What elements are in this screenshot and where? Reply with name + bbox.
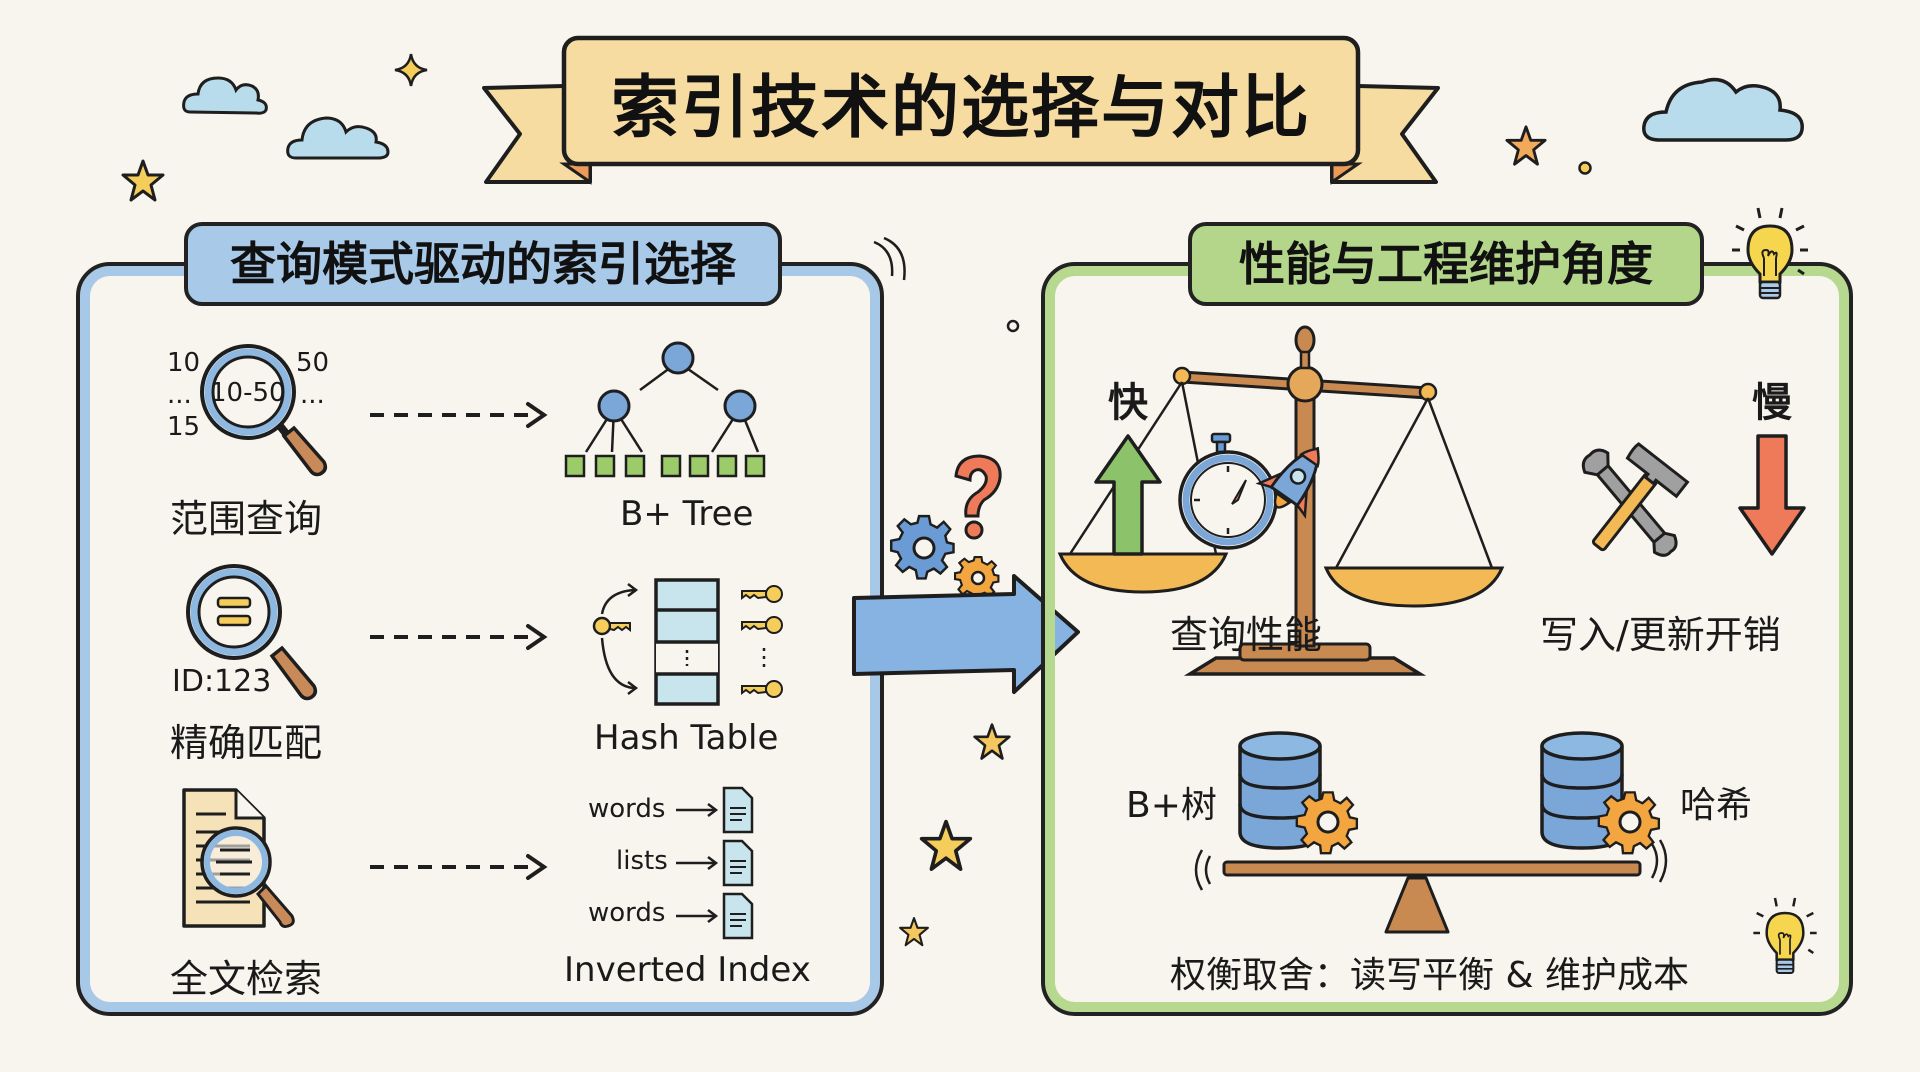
hash-table-icon [592, 578, 783, 706]
dashed-arrow-icon [370, 624, 548, 650]
range-number-50: 50 [296, 348, 330, 378]
big-arrow-icon [852, 574, 1080, 694]
motion-lines-icon [873, 236, 906, 281]
magnifier-range-icon [200, 344, 328, 477]
lens-range-text: 10-50 [210, 378, 286, 408]
hash-table-label: Hash Table [594, 718, 779, 758]
posting-term: words [588, 794, 666, 824]
magnifier-equals-icon [186, 564, 318, 701]
bplus-tree-label: B+ Tree [620, 494, 754, 534]
stopwatch-rocket-icon [1178, 432, 1320, 550]
database-gear-icon [1238, 731, 1359, 855]
bplus-tree-cn-label: B+树 [1126, 785, 1217, 826]
slow-label: 慢 [1752, 380, 1792, 426]
star-icon [899, 917, 929, 947]
inverted-index-label: Inverted Index [564, 950, 811, 990]
star-icon [973, 723, 1011, 760]
tradeoff-conclusion: 权衡取舍：读写平衡 & 维护成本 [1170, 955, 1689, 996]
inverted-index-icon [676, 786, 754, 940]
ellipsis-right: ... [300, 380, 325, 410]
fast-label: 快 [1108, 380, 1148, 426]
write-update-cost-label: 写入/更新开销 [1540, 613, 1781, 657]
hammer-wrench-icon [1581, 442, 1690, 557]
star-icon [919, 819, 973, 871]
database-gear-icon [1540, 731, 1661, 855]
range-number-10: 10 [167, 348, 201, 378]
document-search-icon [182, 788, 295, 928]
posting-term: lists [616, 846, 668, 876]
up-arrow-icon [1094, 434, 1162, 556]
query-performance-label: 查询性能 [1170, 613, 1323, 657]
sparkle-icon [394, 53, 428, 87]
title-banner [482, 35, 1440, 185]
down-arrow-icon [1738, 434, 1806, 556]
seesaw-icon [1194, 839, 1668, 934]
performance-maintenance-header: 性能与工程维护角度 [1188, 222, 1704, 306]
dashed-arrow-icon [370, 854, 548, 880]
lightbulb-icon [1753, 897, 1817, 975]
star-icon [121, 159, 165, 202]
gears-question-icon [889, 454, 1002, 600]
dot-icon [1578, 161, 1592, 175]
dot-icon [1006, 319, 1020, 333]
range-query-label: 范围查询 [170, 497, 323, 541]
ellipsis-left: ... [167, 380, 192, 410]
cloud-icon [182, 76, 268, 115]
star-icon [1505, 125, 1547, 166]
cloud-icon [286, 116, 390, 160]
posting-term: words [588, 898, 666, 928]
id-text: ID:123 [172, 664, 272, 699]
range-number-15: 15 [167, 412, 201, 442]
page-title: 索引技术的选择与对比 [610, 69, 1311, 148]
hash-cn-label: 哈希 [1680, 785, 1753, 826]
lightbulb-icon [1732, 207, 1808, 300]
cloud-icon [1642, 77, 1804, 142]
bplus-tree-icon [564, 341, 766, 478]
exact-match-label: 精确匹配 [170, 721, 323, 765]
full-text-search-label: 全文检索 [170, 957, 323, 1001]
query-pattern-header: 查询模式驱动的索引选择 [184, 222, 782, 306]
dashed-arrow-icon [370, 402, 548, 428]
